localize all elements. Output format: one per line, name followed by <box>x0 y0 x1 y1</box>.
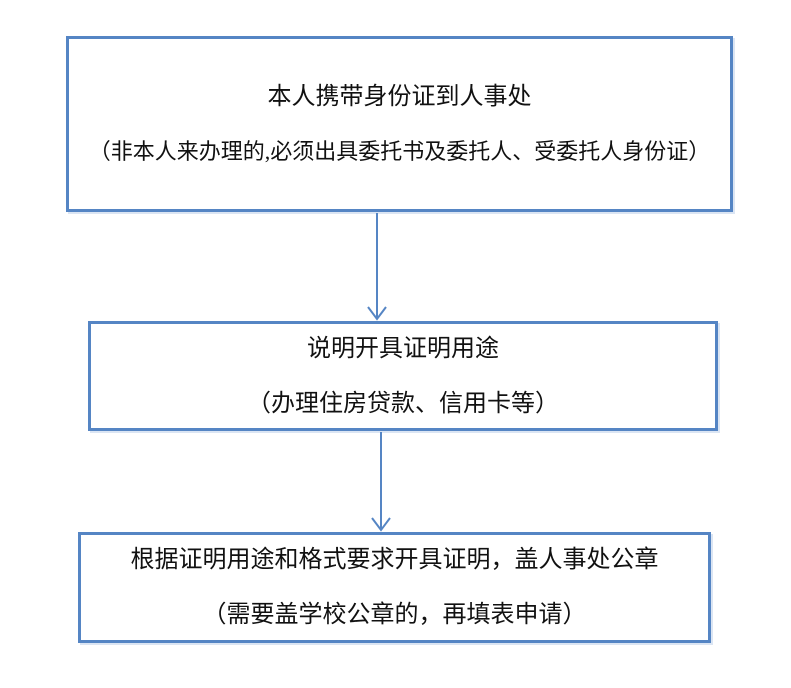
flow-step-2: 说明开具证明用途 （办理住房贷款、信用卡等） <box>88 321 718 431</box>
flow-step-2-title: 说明开具证明用途 <box>307 335 499 362</box>
arrow-down-icon <box>367 213 387 321</box>
flow-step-1-note: （非本人来办理的,必须出具委托书及委托人、受委托人身份证） <box>88 138 711 164</box>
flow-step-1-title: 本人携带身份证到人事处 <box>267 83 532 110</box>
flow-step-3-note: （需要盖学校公章的，再填表申请） <box>202 602 587 628</box>
arrow-down-icon <box>371 432 391 532</box>
flow-step-3-title: 根据证明用途和格式要求开具证明，盖人事处公章 <box>130 547 659 573</box>
flow-step-2-note: （办理住房贷款、信用卡等） <box>247 390 559 417</box>
flow-step-3: 根据证明用途和格式要求开具证明，盖人事处公章 （需要盖学校公章的，再填表申请） <box>78 532 711 643</box>
flow-step-1: 本人携带身份证到人事处 （非本人来办理的,必须出具委托书及委托人、受委托人身份证… <box>66 36 733 212</box>
